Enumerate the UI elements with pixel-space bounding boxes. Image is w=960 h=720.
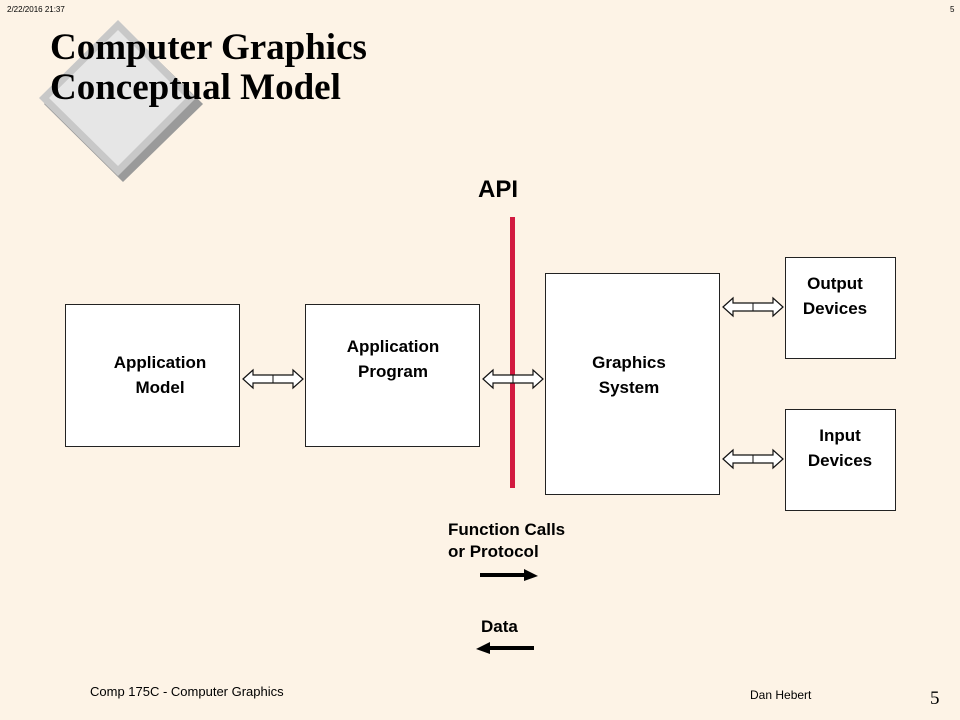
input-devices-line-1: Input: [819, 426, 861, 445]
output-devices-line-2: Devices: [802, 299, 868, 318]
page-title: Computer Graphics Conceptual Model: [50, 28, 367, 108]
input-devices-box: [785, 409, 896, 511]
application-program-line-1: Application: [346, 337, 440, 356]
model-program-arrow: [242, 369, 304, 389]
function-calls-line-2: or Protocol: [448, 542, 539, 561]
output-devices-box: [785, 257, 896, 359]
footer-course: Comp 175C - Computer Graphics: [90, 684, 284, 699]
data-legend-label: Data: [481, 617, 518, 636]
output-devices-line-1: Output: [807, 274, 863, 293]
graphics-system-line-2: System: [598, 378, 660, 397]
function-calls-line-1: Function Calls: [448, 520, 566, 539]
input-devices-line-2: Devices: [807, 451, 873, 470]
application-model-box: [65, 304, 240, 447]
function-calls-legend: Function Calls or Protocol: [448, 519, 565, 563]
title-line-2: Conceptual Model: [50, 67, 341, 108]
graphics-input-arrow: [722, 449, 784, 469]
header-slide-number: 5: [950, 5, 955, 14]
output-devices-label: Output Devices: [785, 271, 885, 321]
decorative-diamond-icon: [39, 20, 203, 182]
api-label: API: [478, 176, 519, 203]
application-model-line-1: Application: [113, 353, 207, 372]
program-graphics-arrow: [482, 369, 544, 389]
application-program-label: Application Program: [328, 334, 458, 384]
graphics-system-line-1: Graphics: [592, 353, 666, 372]
header-date: 2/22/2016 21:37: [7, 5, 65, 14]
graphics-system-label: Graphics System: [564, 350, 694, 400]
input-devices-label: Input Devices: [790, 423, 890, 473]
left-arrow-icon: [476, 642, 534, 654]
right-arrow-icon: [480, 569, 538, 581]
application-model-label: Application Model: [95, 350, 225, 400]
application-program-line-2: Program: [358, 362, 428, 381]
application-program-box: [305, 304, 480, 447]
application-model-line-2: Model: [135, 378, 185, 397]
footer-page-number: 5: [930, 688, 940, 709]
graphics-output-arrow: [722, 297, 784, 317]
footer-author: Dan Hebert: [750, 688, 812, 702]
graphics-system-box: [545, 273, 720, 495]
api-boundary-line: [510, 217, 515, 488]
title-line-1: Computer Graphics: [50, 27, 367, 68]
